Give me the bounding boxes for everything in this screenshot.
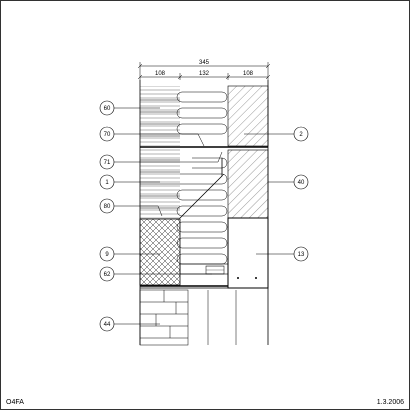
- lower-masonry: [139, 289, 237, 346]
- dimension-chain: 345 108 132 108: [137, 60, 271, 80]
- callout-40: 40: [298, 180, 305, 186]
- brick-outer-leaf-upper: [140, 86, 180, 146]
- callout-13: 13: [298, 252, 305, 258]
- dimension-total: 345: [199, 60, 210, 66]
- lintel-block: [139, 218, 181, 286]
- callouts-left: 60 70 71 1 80 9 62 44: [99, 100, 223, 332]
- callouts-right: 2 40 13: [244, 126, 309, 262]
- dimension-segment-2: 132: [199, 71, 210, 77]
- concrete-slab: [227, 217, 269, 289]
- callout-62: 62: [104, 272, 111, 278]
- dimension-segment-1: 108: [155, 71, 166, 77]
- inner-leaf-mid: [227, 149, 269, 219]
- dimension-segment-3: 108: [243, 71, 254, 77]
- callout-60: 60: [104, 106, 111, 112]
- callout-80: 80: [104, 204, 111, 210]
- wall-section: [139, 80, 269, 346]
- callout-9: 9: [105, 252, 109, 258]
- callout-71: 71: [104, 160, 111, 166]
- callout-1: 1: [105, 180, 109, 186]
- drawing-date: 1.3.2006: [377, 399, 404, 406]
- callout-44: 44: [104, 322, 111, 328]
- callout-70: 70: [104, 132, 111, 138]
- inner-leaf-upper: [227, 85, 269, 147]
- callout-2: 2: [299, 132, 303, 138]
- drawing-code: O4FA: [6, 399, 24, 406]
- support-bracket: [179, 158, 223, 219]
